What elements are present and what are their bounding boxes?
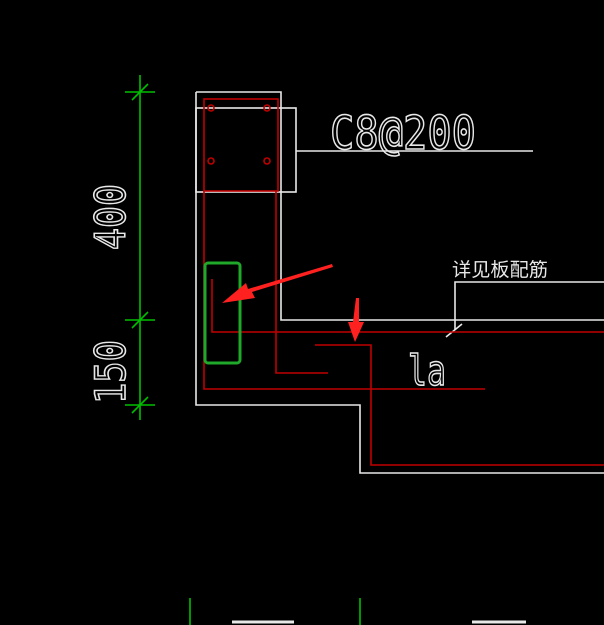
arrow-pointer-left [222,264,333,303]
highlight-box [203,261,242,365]
dimension-label-150: 150 [86,340,135,404]
beam-outline [196,91,604,321]
dimension-tick [131,83,149,101]
la-leader-tick [445,323,463,338]
rebar-dot [263,104,271,112]
anchorage-label: la [408,346,446,395]
slab-note-text: 详见板配筋 [452,259,548,281]
dimension-tick [131,311,149,329]
dimension-label-400: 400 [86,184,135,250]
slab-note-leader [454,281,604,330]
wall-outline [195,92,604,474]
dimension-tick [131,396,149,414]
stirrup-callout-box [195,107,297,193]
slab-top-bar [211,279,604,333]
rebar-lines [203,98,604,466]
concrete-outline [195,91,604,474]
stirrup [203,98,279,192]
dimension-chain [125,75,361,625]
rebar-dot [207,157,215,165]
stirrup-label: C8@200 [330,106,476,160]
rebar-dot [263,157,271,165]
outer-longitudinal-bar [203,191,485,390]
anchorage-bar [315,344,604,466]
annotation-arrows [222,264,364,342]
arrow-pointer-down [348,298,364,342]
rebar-dot [207,104,215,112]
inner-hook-bar [275,191,328,374]
